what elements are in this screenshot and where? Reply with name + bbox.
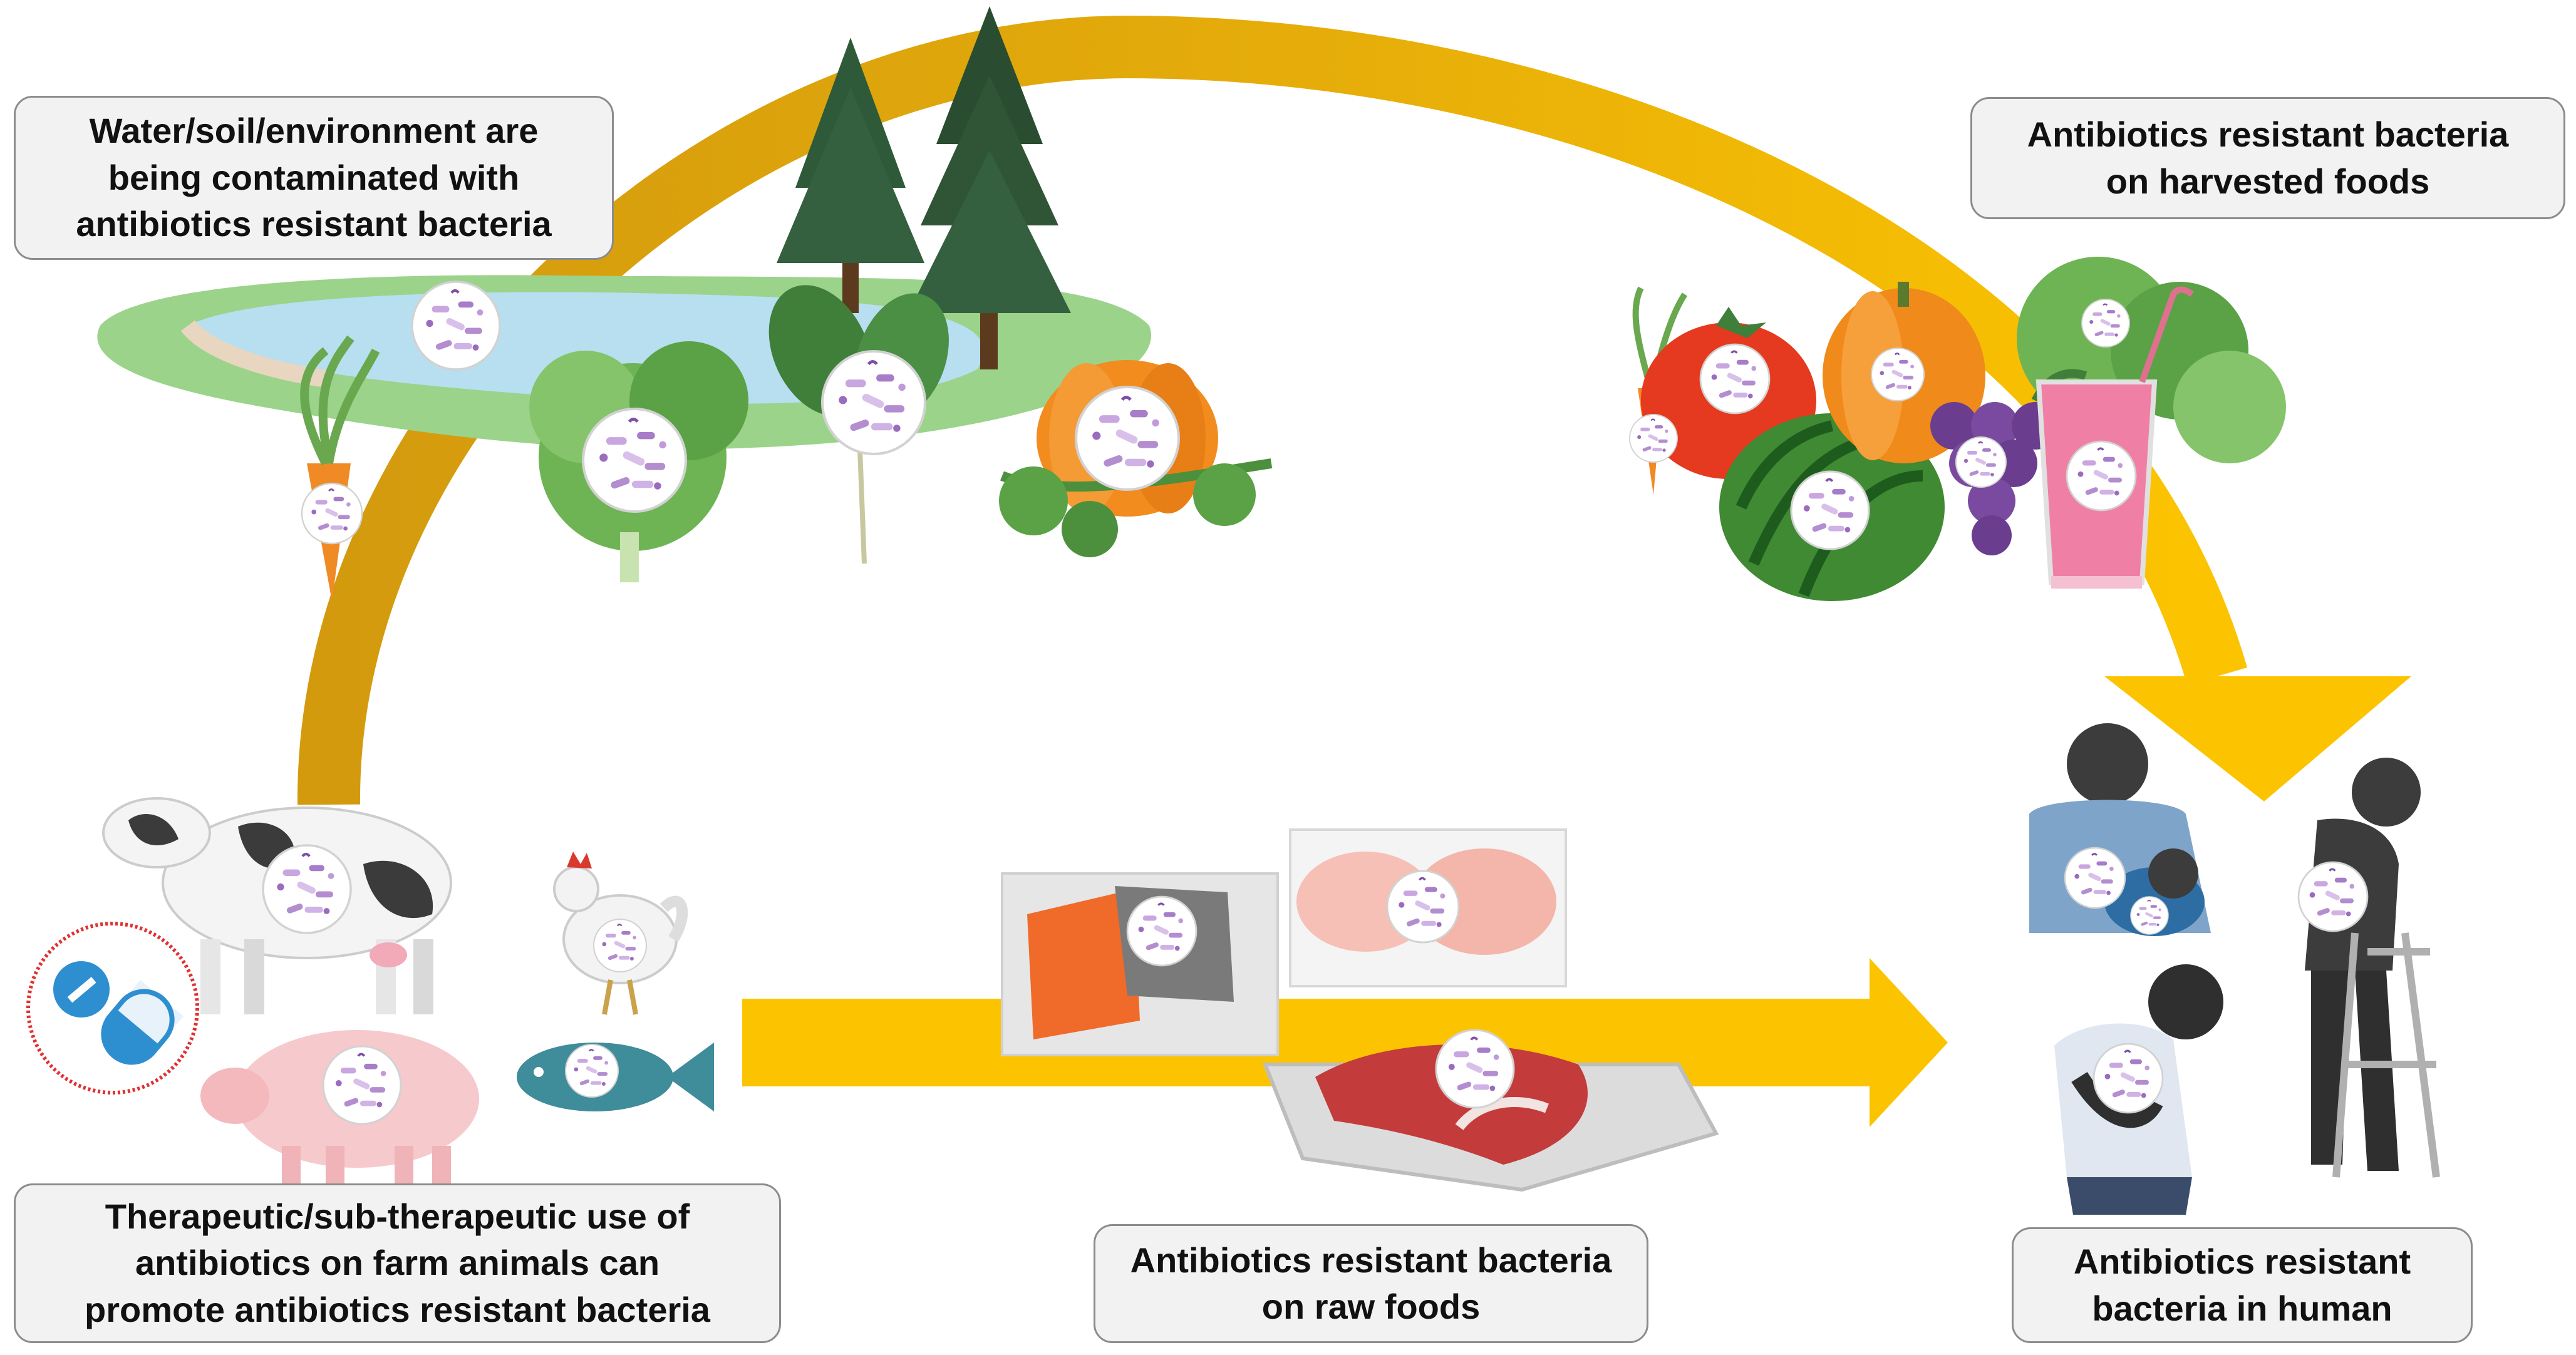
bacteria-icon (822, 351, 925, 454)
environment-label: Water/soil/environment are being contami… (14, 96, 614, 260)
bacteria-icon (583, 409, 686, 512)
bacteria-icon (263, 845, 351, 933)
bacteria-icon (2299, 862, 2367, 931)
human-label: Antibiotics resistant bacteria in human (2012, 1227, 2473, 1343)
bacteria-icon (1127, 897, 1196, 966)
harvested-label: Antibiotics resistant bacteria on harves… (1970, 97, 2565, 219)
elderly-walker-icon (2305, 758, 2440, 1178)
bacteria-icon (594, 919, 646, 972)
bacteria-icon (2067, 441, 2136, 510)
bacteria-icon (2094, 1044, 2163, 1113)
bacteria-icon (323, 1046, 401, 1124)
harvested-label-line-2: on harvested foods (2106, 161, 2430, 201)
raw-foods-label-line-2: on raw foods (1261, 1287, 1481, 1326)
human-label-line-2: bacteria in human (2092, 1288, 2392, 1328)
bacteria-icon (302, 483, 362, 544)
bacteria-icon (1630, 415, 1677, 462)
farm-label-line-2: antibiotics on farm animals can (135, 1243, 660, 1283)
steak-tray-icon (1262, 1044, 1719, 1192)
raw-foods-label: Antibiotics resistant bacteria on raw fo… (1094, 1224, 1648, 1343)
bacteria-icon (1956, 437, 2006, 487)
raw-foods-label-line-1: Antibiotics resistant bacteria (1130, 1240, 1612, 1280)
bacteria-icon (412, 282, 500, 369)
environment-label-line-3: antibiotics resistant bacteria (76, 204, 552, 244)
harvested-label-line-1: Antibiotics resistant bacteria (2027, 115, 2509, 155)
environment-label-line-2: being contaminated with (108, 157, 520, 197)
bacteria-icon (2082, 299, 2129, 347)
bacteria-icon (1871, 348, 1924, 401)
bacteria-icon (1076, 387, 1179, 490)
bacteria-icon (2131, 897, 2168, 934)
salmon-package-icon (1001, 872, 1279, 1056)
bacteria-icon (1791, 471, 1869, 549)
bacteria-icon (566, 1044, 618, 1097)
tree-icon (777, 6, 1071, 369)
bacteria-icon (1436, 1030, 1514, 1108)
environment-label-line-1: Water/soil/environment are (89, 111, 539, 151)
bacteria-icon (1700, 344, 1769, 413)
farm-label-line-1: Therapeutic/sub-therapeutic use of (105, 1196, 690, 1236)
farm-label: Therapeutic/sub-therapeutic use of antib… (14, 1183, 781, 1343)
farm-label-line-3: promote antibiotics resistant bacteria (85, 1289, 710, 1329)
mother-baby-icon (2029, 723, 2211, 936)
pill-icon (26, 922, 199, 1095)
bacteria-icon (2065, 848, 2125, 908)
bacteria-icon (1387, 871, 1459, 942)
human-label-line-1: Antibiotics resistant (2073, 1242, 2411, 1282)
fish-icon (517, 1043, 714, 1111)
